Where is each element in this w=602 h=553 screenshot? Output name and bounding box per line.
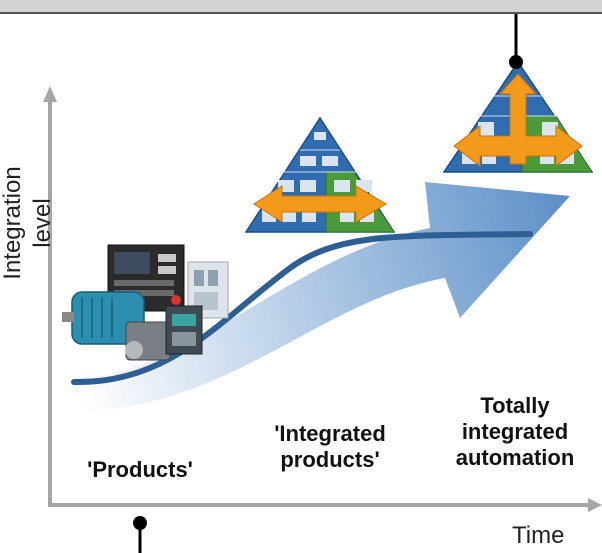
y-axis-label: Integration level (0, 166, 56, 280)
horizontal-double-arrow (253, 185, 387, 223)
y-axis-arrowhead (43, 86, 57, 102)
cross-arrow (453, 73, 583, 168)
top-pin (509, 14, 523, 69)
products-image (62, 244, 229, 361)
stage-label-integrated-products: 'Integrated products' (274, 421, 386, 472)
x-axis-arrowhead (588, 498, 602, 512)
x-axis-label: Time (512, 522, 565, 549)
integration-curve (71, 231, 533, 386)
pyramid-integrated-products (244, 116, 396, 233)
pyramid-totally-integrated (442, 60, 594, 173)
bottom-pin (133, 516, 147, 553)
stage-label-products: 'Products' (87, 457, 193, 482)
frequency-converter (165, 305, 203, 355)
stage-label-totally-integrated: Totally integrated automation (455, 393, 575, 470)
top-bar (0, 0, 602, 14)
axes (43, 86, 602, 512)
